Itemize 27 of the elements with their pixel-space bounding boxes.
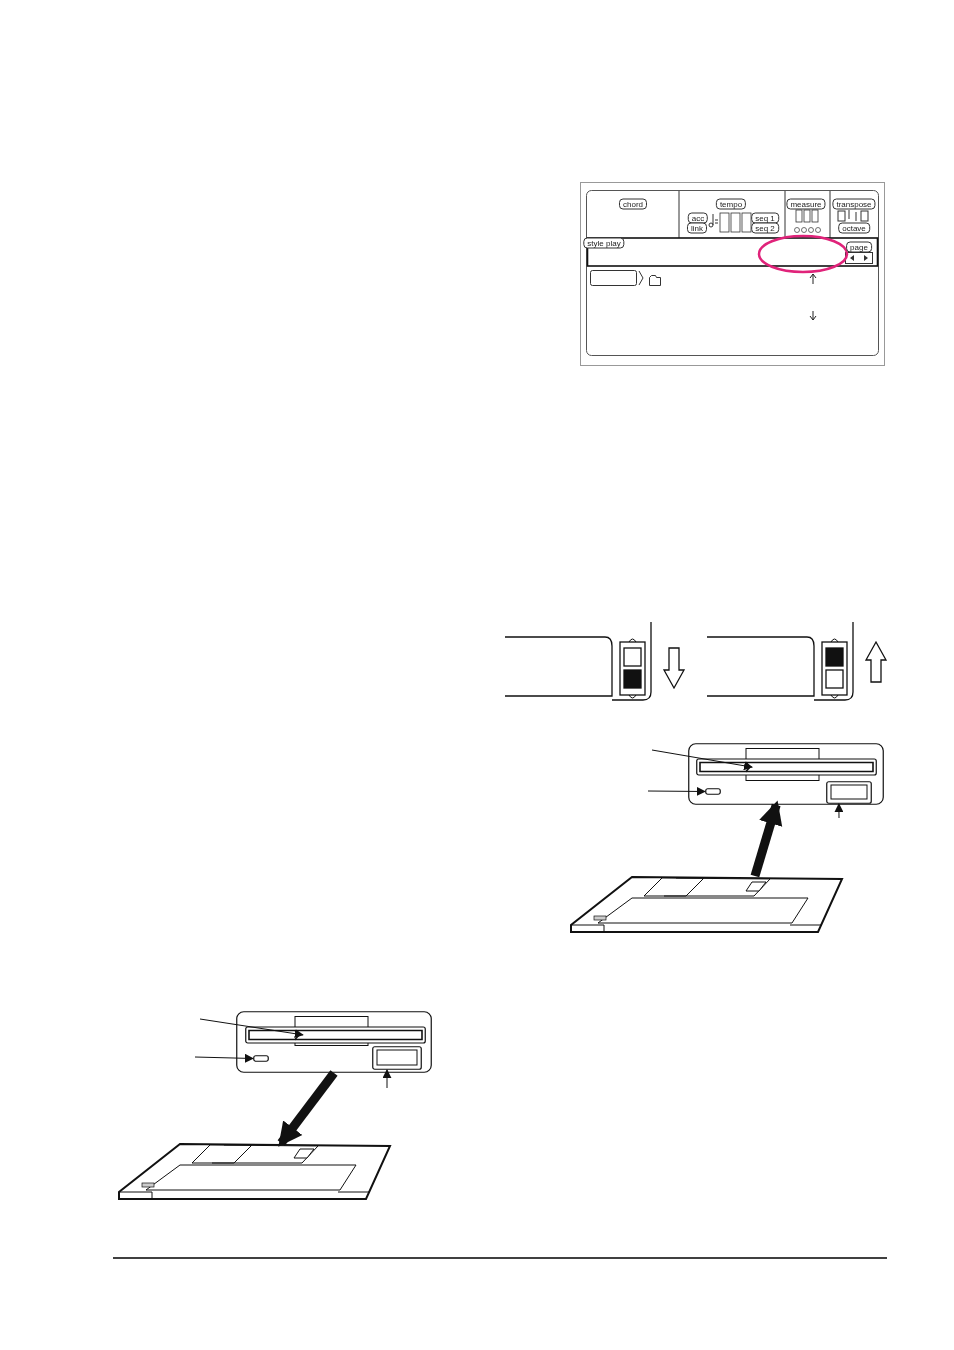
lcd-tag: tempo [715, 198, 747, 210]
floppy-disk-drawing [570, 876, 842, 933]
leader-line [834, 803, 844, 819]
insert-arrow [750, 800, 783, 878]
lcd-tag: page [846, 241, 872, 253]
disk-drive-slot-panel [236, 1011, 432, 1073]
lcd-tag: link [687, 222, 707, 234]
lcd-tag: seq 2 [751, 222, 779, 234]
lcd-tag: style play [583, 237, 625, 249]
lcd-tag: chord [619, 198, 647, 210]
leader-line [651, 749, 753, 771]
floppy-disk-drawing [118, 1143, 390, 1200]
eject-button [372, 1046, 422, 1070]
lcd-tag: octave [838, 222, 870, 234]
disk-slot [696, 748, 877, 781]
leader-line [647, 786, 706, 796]
indicator-led [253, 1055, 269, 1062]
indicator-led [705, 788, 721, 795]
disk-drive-slot-panel [688, 743, 884, 805]
leader-line [199, 1018, 304, 1039]
leader-line [382, 1069, 392, 1089]
insert-arrow [277, 1070, 338, 1147]
eject-button [826, 781, 872, 804]
leader-line [194, 1053, 254, 1063]
disk-slot [245, 1016, 426, 1046]
lcd-tag: transpose [832, 198, 876, 210]
lcd-tag: measure [786, 198, 826, 210]
